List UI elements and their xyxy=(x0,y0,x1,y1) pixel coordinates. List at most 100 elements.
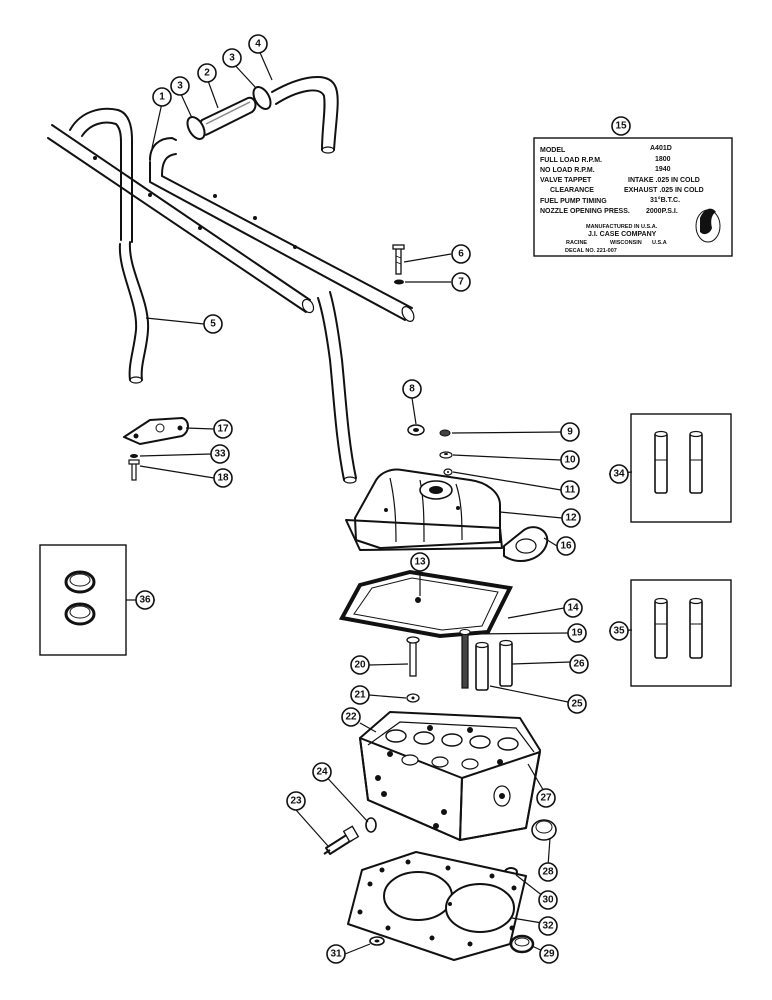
callout-number: 26 xyxy=(573,659,585,670)
callout-19: 19 xyxy=(567,623,587,643)
callout-25: 25 xyxy=(567,694,587,714)
callout-6: 6 xyxy=(451,244,471,264)
callout-circle xyxy=(611,116,631,136)
callout-circle xyxy=(538,890,558,910)
callout-13: 13 xyxy=(410,552,430,572)
callout-number: 6 xyxy=(458,249,464,260)
callout-16: 16 xyxy=(556,536,576,556)
callout-number: 33 xyxy=(214,449,226,460)
decal-row-label: FUEL PUMP TIMING xyxy=(540,198,607,205)
callout-circle xyxy=(567,623,587,643)
callout-29: 29 xyxy=(539,944,559,964)
callout-circle xyxy=(451,272,471,292)
decal-row-value: 31°B.T.C. xyxy=(650,196,680,204)
callout-circle xyxy=(536,788,556,808)
callout-circle xyxy=(222,48,242,68)
rocker-cover-assembly xyxy=(345,424,549,562)
callout-number: 19 xyxy=(571,628,583,639)
callout-17: 17 xyxy=(213,419,233,439)
cover-plate-17 xyxy=(123,417,189,481)
callout-number: 15 xyxy=(615,121,627,132)
case-eagle-logo xyxy=(695,208,721,243)
callout-circle xyxy=(170,76,190,96)
callout-number: 4 xyxy=(255,39,261,50)
decal-row-value: 1800 xyxy=(655,156,671,163)
callout-circle xyxy=(326,944,346,964)
decal-row-label: CLEARANCE xyxy=(550,187,594,194)
callout-number: 14 xyxy=(567,603,579,614)
decal-row-label: NOZZLE OPENING PRESS. xyxy=(540,208,630,215)
callout-number: 27 xyxy=(540,793,552,804)
decal-row-value: A401D xyxy=(650,145,672,152)
callout-circle xyxy=(609,464,629,484)
callout-circle xyxy=(539,944,559,964)
callout-2: 2 xyxy=(197,63,217,83)
callout-3: 3 xyxy=(222,48,242,68)
callout-number: 17 xyxy=(217,424,229,435)
callout-circle xyxy=(567,694,587,714)
callout-31: 31 xyxy=(326,944,346,964)
decal-row-value: INTAKE .025 IN COLD xyxy=(628,177,700,184)
callout-number: 32 xyxy=(542,921,554,932)
callout-number: 8 xyxy=(409,384,415,395)
callout-number: 23 xyxy=(290,796,302,807)
callout-9: 9 xyxy=(560,422,580,442)
callout-22: 22 xyxy=(341,707,361,727)
callout-21: 21 xyxy=(350,685,370,705)
decal-row-label: VALVE TAPPET xyxy=(540,177,592,184)
decal-state: WISCONSIN xyxy=(610,240,642,246)
callout-number: 5 xyxy=(210,319,216,330)
leader-lines xyxy=(126,47,633,955)
callout-circle xyxy=(561,508,581,528)
callout-circle xyxy=(213,468,233,488)
callout-number: 34 xyxy=(613,469,625,480)
callout-circle xyxy=(312,762,332,782)
callout-20: 20 xyxy=(350,655,370,675)
callout-34: 34 xyxy=(609,464,629,484)
seal-kit-panel-36 xyxy=(39,544,127,656)
callout-number: 3 xyxy=(229,53,235,64)
callout-number: 31 xyxy=(330,949,342,960)
valve-guide-panel-35 xyxy=(630,579,732,687)
callout-circle xyxy=(560,422,580,442)
callout-circle xyxy=(210,444,230,464)
callout-number: 2 xyxy=(204,68,210,79)
callout-7: 7 xyxy=(451,272,471,292)
callout-circle xyxy=(556,536,576,556)
callout-number: 18 xyxy=(217,473,229,484)
callout-circle xyxy=(203,314,223,334)
callout-number: 20 xyxy=(354,660,366,671)
decal-company: J.I. CASE COMPANY xyxy=(588,231,657,238)
callout-number: 24 xyxy=(316,767,328,778)
callout-15: 15 xyxy=(611,116,631,136)
callout-circle xyxy=(402,379,422,399)
callout-5: 5 xyxy=(203,314,223,334)
callout-number: 9 xyxy=(567,427,573,438)
rocker-cover-gasket xyxy=(338,569,514,639)
callout-3: 3 xyxy=(170,76,190,96)
callout-circle xyxy=(410,552,430,572)
callout-26: 26 xyxy=(569,654,589,674)
callout-18: 18 xyxy=(213,468,233,488)
decal-row-label: MODEL xyxy=(540,147,566,154)
cylinder-head-hardware xyxy=(406,629,530,765)
callout-circle xyxy=(248,34,268,54)
breather-pipe-assembly xyxy=(47,76,415,484)
callout-number: 7 xyxy=(458,277,464,288)
callout-4: 4 xyxy=(248,34,268,54)
decal-city: RACINE xyxy=(566,240,587,246)
callout-35: 35 xyxy=(609,621,629,641)
callout-number: 30 xyxy=(542,895,554,906)
callout-circle xyxy=(135,590,155,610)
callout-33: 33 xyxy=(210,444,230,464)
callout-30: 30 xyxy=(538,890,558,910)
callout-number: 13 xyxy=(414,557,426,568)
callout-circle xyxy=(152,87,172,107)
valve-guide-panel-34 xyxy=(630,413,732,523)
callout-number: 16 xyxy=(560,541,572,552)
callout-28: 28 xyxy=(538,862,558,882)
callout-number: 11 xyxy=(565,485,576,496)
callout-circle xyxy=(538,916,558,936)
callout-number: 28 xyxy=(542,867,554,878)
